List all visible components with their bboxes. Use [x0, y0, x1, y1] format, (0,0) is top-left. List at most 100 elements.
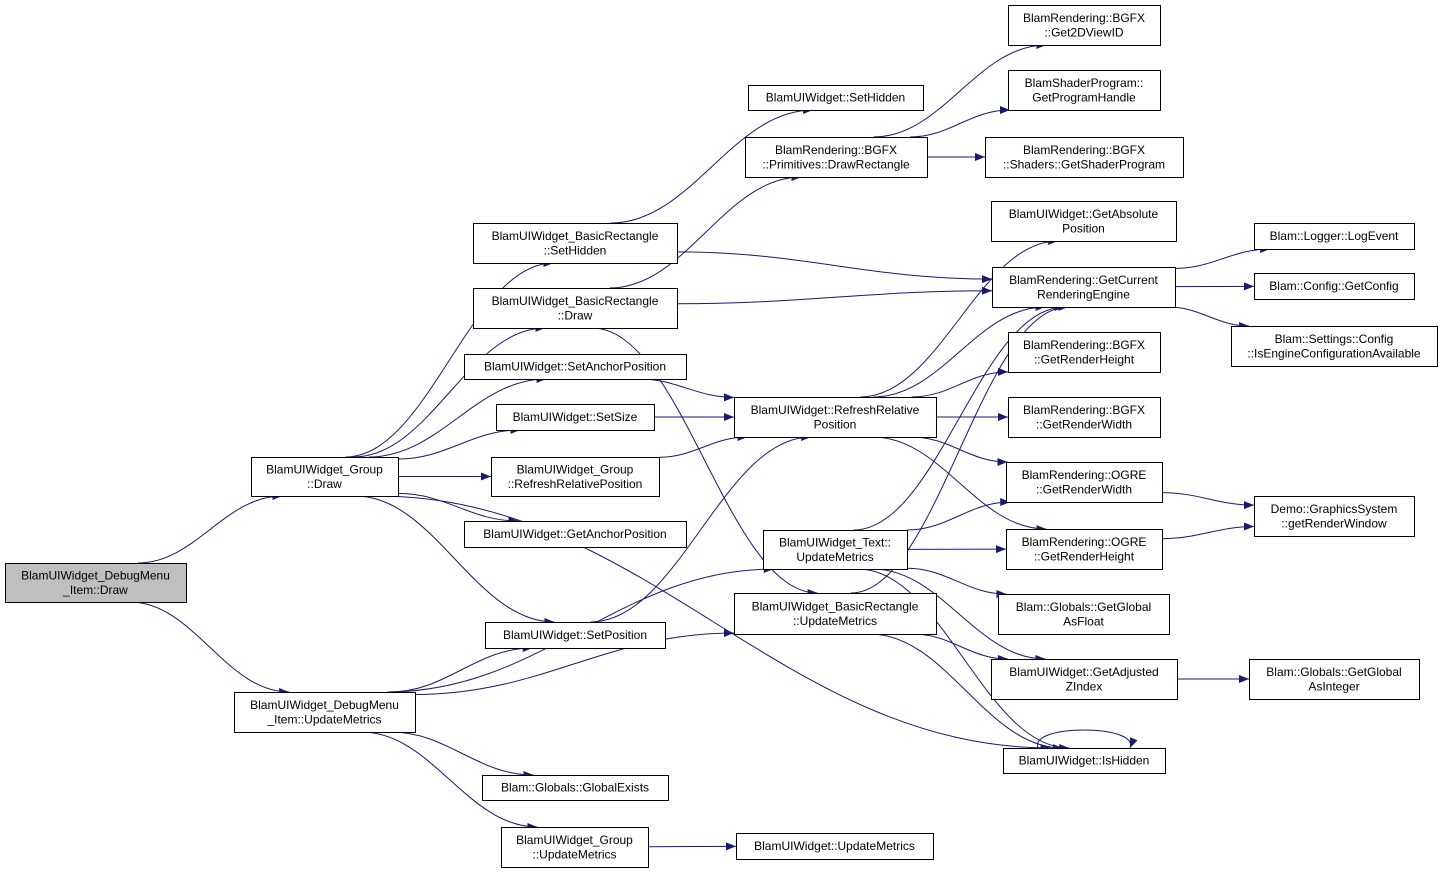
- node-label-line: BlamUIWidget::UpdateMetrics: [754, 839, 915, 853]
- edge-ogre_rw-to-gfx_window: [1161, 492, 1255, 510]
- node-box: [1249, 659, 1420, 700]
- node-label-line: ::SetHidden: [544, 243, 607, 257]
- node-dm_um[interactable]: BlamUIWidget_DebugMenu_Item::UpdateMetri…: [234, 692, 416, 733]
- edge-cur_engine-to-engine_cfg: [1168, 306, 1250, 330]
- node-box: [748, 85, 924, 111]
- node-label-line: BlamUIWidget::SetPosition: [503, 628, 647, 642]
- node-label-line: BlamUIWidget::IsHidden: [1019, 754, 1150, 768]
- edge-text_um-to-glob_float: [906, 567, 1007, 598]
- node-shader_prog[interactable]: BlamShaderProgram::GetProgramHandle: [1008, 70, 1161, 111]
- edge-is_hidden-to-is_hidden: [1037, 729, 1138, 749]
- node-label-line: BlamUIWidget_Group: [266, 462, 383, 476]
- node-label-line: BlamUIWidget_BasicRectangle: [492, 229, 659, 243]
- edge-dm_um-to-grp_um: [361, 731, 538, 831]
- node-gfx_window[interactable]: Demo::GraphicsSystem::getRenderWindow: [1254, 496, 1415, 537]
- node-rrp[interactable]: BlamUIWidget::RefreshRelativePosition: [734, 397, 937, 438]
- node-label-line: Blam::Globals::GetGlobal: [1016, 600, 1151, 614]
- edge-dm_um-to-br_um: [414, 628, 735, 696]
- edge-br_um-to-is_hidden: [869, 633, 1063, 752]
- node-box: [485, 622, 666, 649]
- node-label-line: BlamUIWidget_Text::: [779, 535, 891, 549]
- node-bgfx_rh[interactable]: BlamRendering::BGFX::GetRenderHeight: [1008, 332, 1161, 373]
- node-ogre_rw[interactable]: BlamRendering::OGRE::GetRenderWidth: [1006, 462, 1163, 503]
- node-glob_exists[interactable]: Blam::Globals::GlobalExists: [482, 775, 669, 801]
- node-box: [1008, 5, 1161, 46]
- node-br_um[interactable]: BlamUIWidget_BasicRectangle::UpdateMetri…: [734, 593, 937, 635]
- node-text_um[interactable]: BlamUIWidget_Text::UpdateMetrics: [763, 530, 908, 570]
- node-box: [464, 521, 687, 548]
- edge-set_pos-to-rrp: [590, 433, 812, 623]
- node-get2dview[interactable]: BlamRendering::BGFX::Get2DViewID: [1008, 5, 1161, 46]
- node-prim_draw[interactable]: BlamRendering::BGFX::Primitives::DrawRec…: [745, 137, 928, 178]
- node-set_anchor[interactable]: BlamUIWidget::SetAnchorPosition: [464, 354, 687, 380]
- edge-br_um-to-cur_engine: [850, 303, 1069, 594]
- node-label-line: ::UpdateMetrics: [532, 847, 616, 861]
- node-label-line: BlamRendering::GetCurrent: [1009, 273, 1158, 287]
- node-grp_rrp[interactable]: BlamUIWidget_Group::RefreshRelativePosit…: [491, 457, 660, 497]
- edge-grp_draw-to-set_size: [397, 426, 521, 460]
- edge-rrp-to-cur_engine: [873, 303, 1046, 398]
- node-set_hidden[interactable]: BlamUIWidget::SetHidden: [748, 85, 924, 111]
- node-label-line: _Item::UpdateMetrics: [266, 712, 381, 726]
- node-label-line: Position: [1062, 221, 1105, 235]
- node-box: [1003, 748, 1166, 774]
- node-br_draw[interactable]: BlamUIWidget_BasicRectangle::Draw: [473, 288, 678, 329]
- node-box: [745, 137, 928, 178]
- edge-rrp-to-get_abs: [860, 237, 1059, 398]
- edge-br_draw-to-prim_draw: [609, 173, 802, 289]
- node-label-line: ::GetRenderWidth: [1036, 417, 1132, 431]
- node-set_pos[interactable]: BlamUIWidget::SetPosition: [485, 622, 666, 649]
- node-box: [763, 530, 908, 570]
- node-label-line: Blam::Globals::GlobalExists: [501, 781, 649, 795]
- node-box: [734, 397, 937, 438]
- node-label-line: ::Get2DViewID: [1044, 25, 1123, 39]
- node-label-line: BlamRendering::BGFX: [1023, 143, 1145, 157]
- node-w_um[interactable]: BlamUIWidget::UpdateMetrics: [736, 833, 934, 860]
- node-box: [998, 594, 1170, 635]
- node-root[interactable]: BlamUIWidget_DebugMenu_Item::Draw: [5, 563, 187, 603]
- node-get_shader[interactable]: BlamRendering::BGFX::Shaders::GetShaderP…: [985, 137, 1184, 178]
- node-label-line: _Item::Draw: [62, 583, 128, 597]
- node-log_event[interactable]: Blam::Logger::LogEvent: [1254, 223, 1415, 250]
- node-set_size[interactable]: BlamUIWidget::SetSize: [496, 404, 655, 431]
- edge-grp_draw-to-is_hidden: [376, 495, 1051, 752]
- node-bgfx_rw[interactable]: BlamRendering::BGFX::GetRenderWidth: [1008, 397, 1161, 438]
- node-label-line: Blam::Config::GetConfig: [1269, 279, 1398, 293]
- edge-set_anchor-to-rrp: [639, 378, 735, 402]
- node-ogre_rh[interactable]: BlamRendering::OGRE::GetRenderHeight: [1006, 529, 1163, 570]
- node-box: [464, 354, 687, 380]
- node-box: [1254, 496, 1415, 537]
- node-engine_cfg[interactable]: Blam::Settings::Config::IsEngineConfigur…: [1231, 326, 1438, 367]
- node-grp_draw[interactable]: BlamUIWidget_Group::Draw: [251, 457, 399, 497]
- node-box: [1006, 529, 1163, 570]
- node-box: [491, 457, 660, 497]
- node-label-line: Demo::GraphicsSystem: [1271, 502, 1398, 516]
- node-is_hidden[interactable]: BlamUIWidget::IsHidden: [1003, 748, 1166, 774]
- node-box: [482, 775, 669, 801]
- edge-dm_um-to-set_pos: [389, 644, 533, 693]
- edge-rrp-to-bgfx_rh: [911, 367, 1009, 398]
- node-label-line: BlamUIWidget_Group: [516, 833, 633, 847]
- node-label-line: ::getRenderWindow: [1281, 516, 1387, 530]
- node-label-line: Blam::Logger::LogEvent: [1270, 229, 1399, 243]
- node-label-line: BlamUIWidget::RefreshRelative: [751, 403, 920, 417]
- node-label-line: BlamRendering::OGRE: [1022, 535, 1147, 549]
- node-box: [992, 267, 1176, 308]
- edge-root-to-dm_um: [129, 601, 290, 696]
- node-br_sethidden[interactable]: BlamUIWidget_BasicRectangle::SetHidden: [473, 223, 678, 264]
- node-box: [1008, 70, 1161, 111]
- node-label-line: ZIndex: [1066, 679, 1103, 693]
- edge-rrp-to-ogre_rh: [872, 436, 1047, 533]
- node-grp_um[interactable]: BlamUIWidget_Group::UpdateMetrics: [501, 827, 649, 868]
- node-label-line: ::IsEngineConfigurationAvailable: [1247, 346, 1421, 360]
- node-get_anchor[interactable]: BlamUIWidget::GetAnchorPosition: [464, 521, 687, 548]
- edge-grp_draw-to-br_draw: [353, 324, 546, 458]
- node-get_config[interactable]: Blam::Config::GetConfig: [1254, 273, 1415, 300]
- node-box: [473, 288, 678, 329]
- node-label-line: BlamUIWidget::SetHidden: [766, 91, 905, 105]
